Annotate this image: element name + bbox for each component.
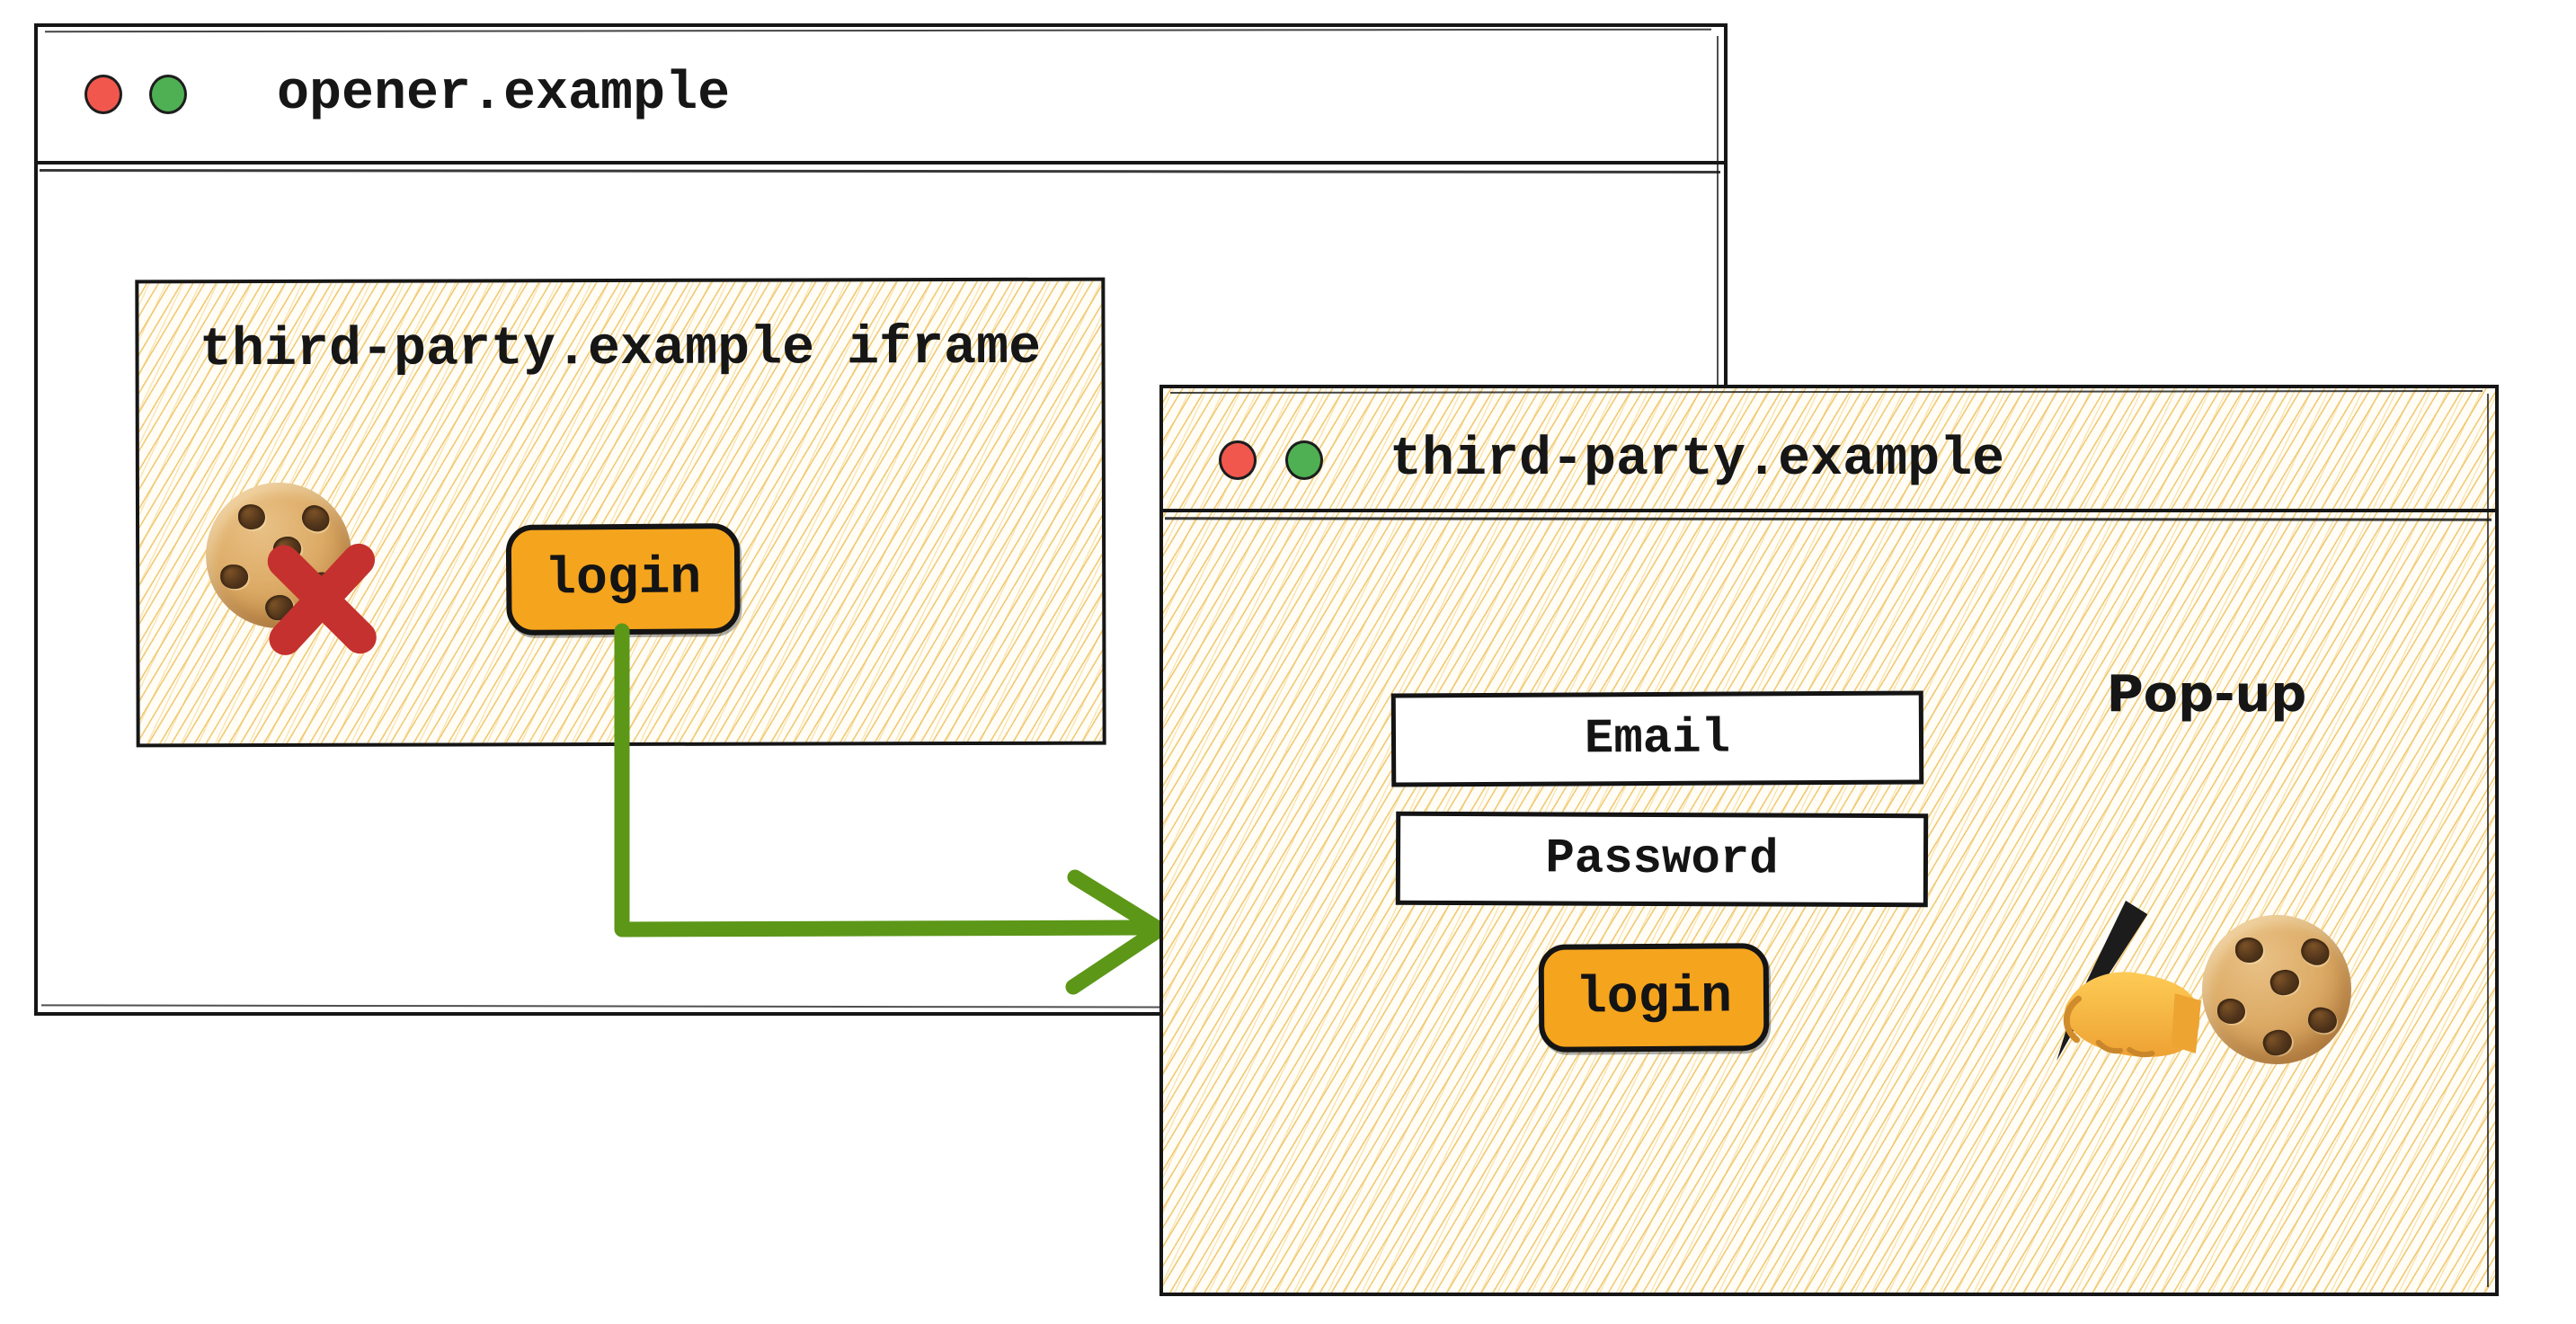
email-field[interactable]: [1390, 690, 1924, 787]
window-control-red[interactable]: [1219, 440, 1257, 480]
popup-titlebar: third-party.example: [1163, 388, 2495, 512]
green-arrow-right: [614, 623, 1168, 995]
iframe-title: third-party.example iframe: [199, 317, 1042, 382]
red-x-icon: [254, 532, 389, 667]
window-control-green[interactable]: [149, 74, 187, 114]
opener-window-title: opener.example: [277, 63, 731, 125]
popup-window-title: third-party.example: [1390, 430, 2005, 491]
window-control-green[interactable]: [1285, 440, 1323, 480]
window-control-red[interactable]: [84, 74, 122, 114]
cookie-icon: [2202, 915, 2351, 1064]
writing-hand-icon: [2056, 901, 2201, 1061]
sketch-stroke: [2487, 394, 2489, 1287]
opener-titlebar: opener.example: [38, 27, 1724, 164]
popup-window: third-party.example Pop-up login: [1159, 385, 2499, 1296]
popup-login-button[interactable]: login: [1538, 943, 1770, 1053]
password-field[interactable]: [1395, 811, 1929, 908]
popup-annotation: Pop-up: [2106, 665, 2307, 724]
